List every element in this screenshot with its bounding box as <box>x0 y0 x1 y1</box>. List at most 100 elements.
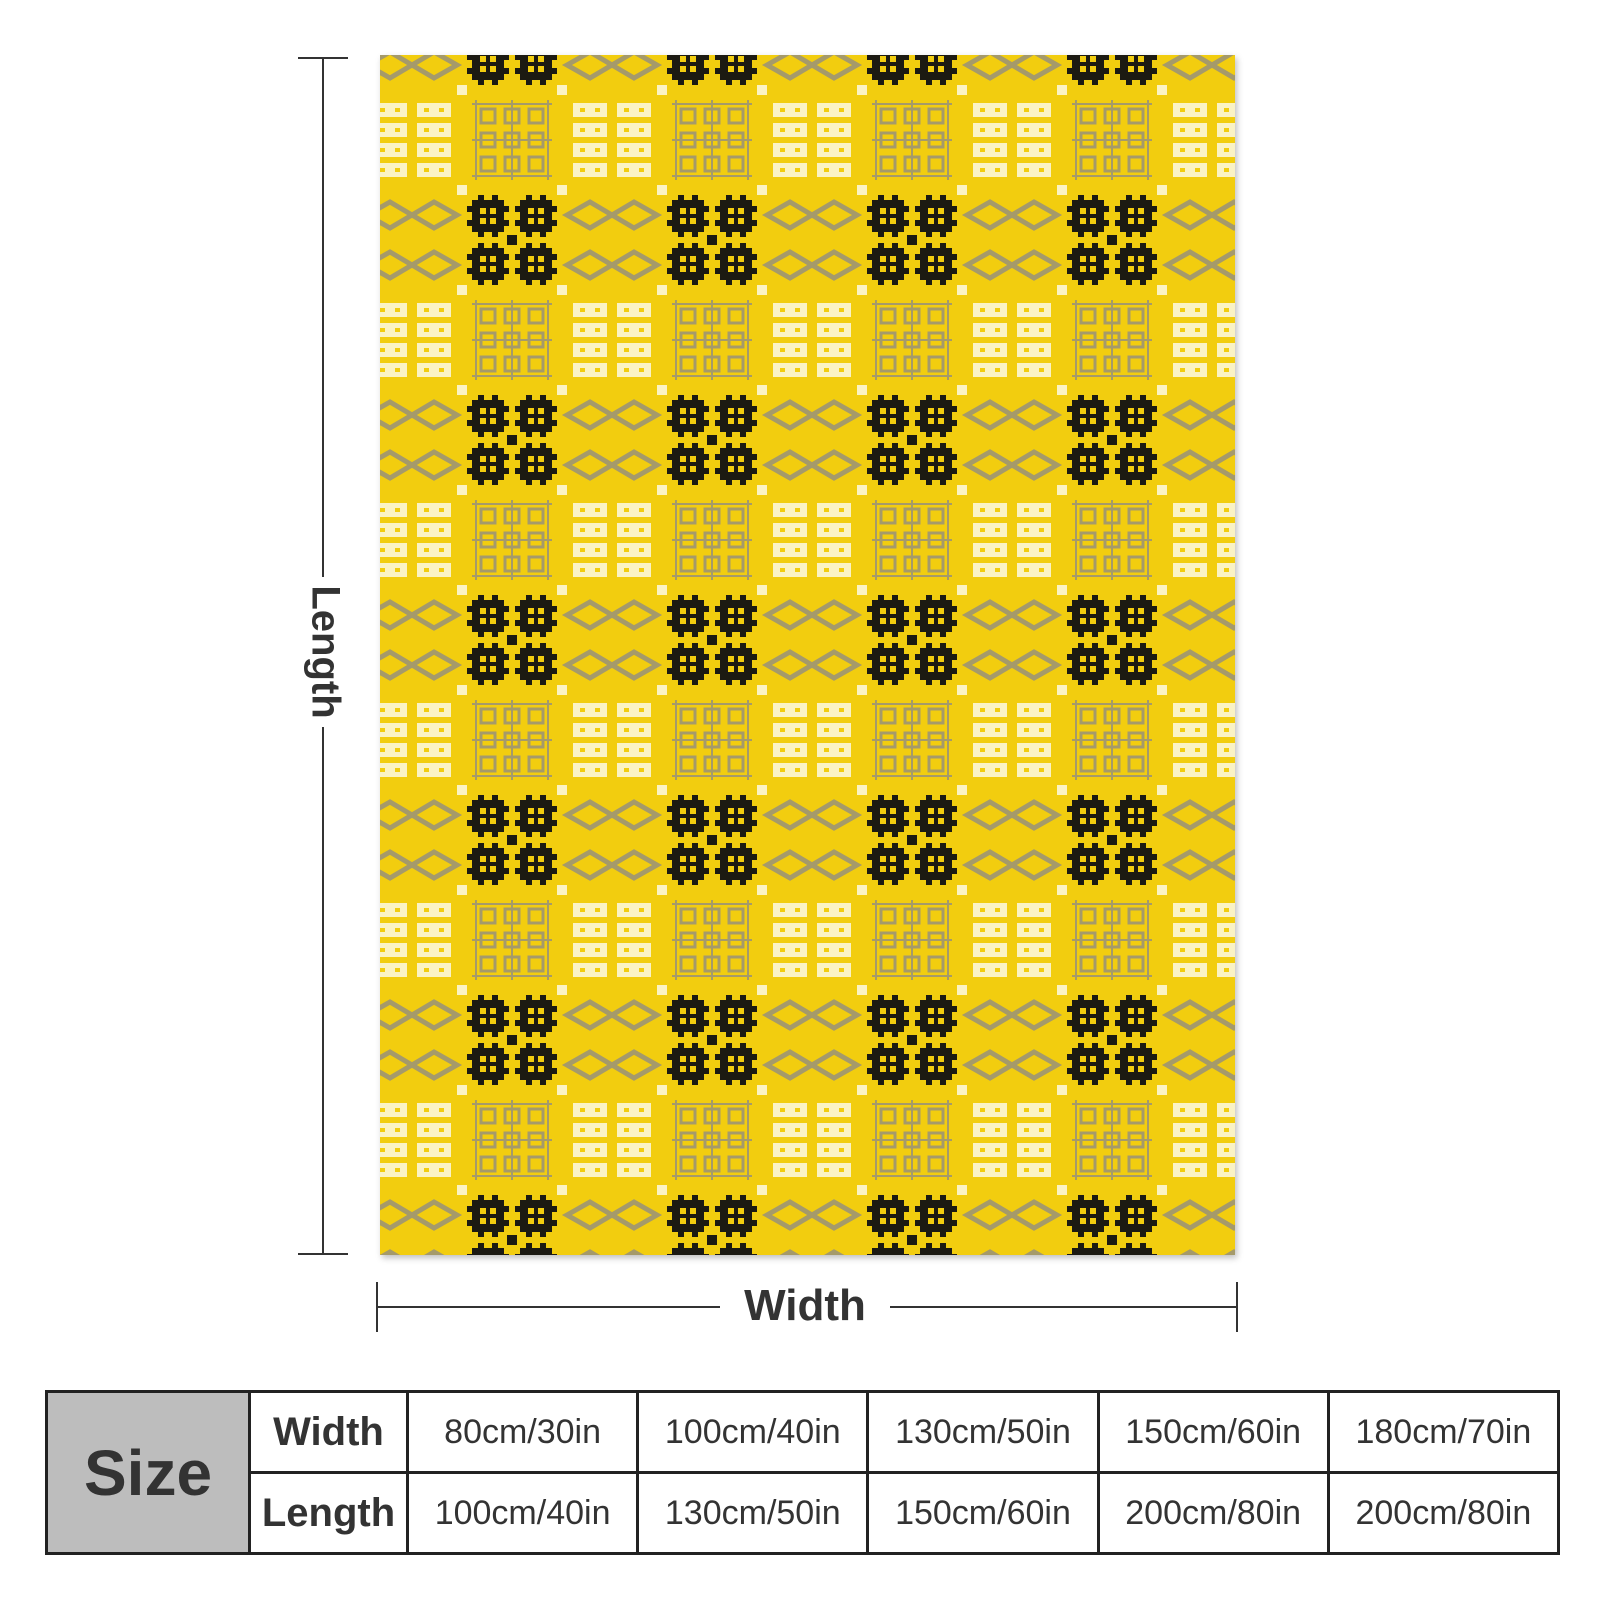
black-motif-hole <box>1128 608 1134 614</box>
black-motif-hole <box>1090 408 1096 414</box>
black-motif-tooth <box>526 995 532 1000</box>
black-motif-hole <box>490 1208 496 1214</box>
cream-bar <box>1017 123 1051 137</box>
black-motif-center <box>707 435 717 445</box>
cream-bar-dot <box>395 568 400 572</box>
black-motif-tooth <box>940 995 946 1000</box>
cream-bar <box>573 1103 607 1117</box>
corner-square <box>857 1085 867 1095</box>
black-motif-block <box>872 1248 904 1255</box>
black-motif-tooth <box>867 854 872 860</box>
cream-bar-dot <box>780 948 785 952</box>
black-motif-tooth <box>1078 1232 1084 1237</box>
black-motif-tooth <box>726 1195 732 1200</box>
cream-bar-dot <box>580 548 585 552</box>
cream-bar-dot <box>980 528 985 532</box>
black-motif-block <box>720 448 752 480</box>
black-motif-tooth <box>904 1020 909 1026</box>
grey-grid-cell <box>927 555 945 573</box>
grey-grid-cell <box>927 507 945 525</box>
cream-bar <box>1173 743 1207 757</box>
cream-bar <box>1017 163 1051 177</box>
black-motif-block <box>720 648 752 680</box>
black-motif-block <box>872 600 904 632</box>
cream-bar <box>617 1143 651 1157</box>
black-motif-center <box>1107 635 1117 645</box>
cream-bar-dot <box>1195 708 1200 712</box>
black-motif-tooth <box>552 806 557 812</box>
black-motif-block <box>520 200 552 232</box>
black-motif-tooth <box>1140 443 1146 448</box>
grey-grid-cell <box>679 707 697 725</box>
black-motif-hole <box>938 456 944 462</box>
black-motif-block <box>872 1048 904 1080</box>
grey-diamond-motif <box>380 249 463 281</box>
cream-bar-dot <box>824 508 829 512</box>
black-motif-tooth <box>1078 1195 1084 1200</box>
cream-bar-dot <box>1180 128 1185 132</box>
black-motif-hole <box>1128 418 1134 424</box>
cream-bar-dot <box>395 948 400 952</box>
black-motif-tooth <box>715 454 720 460</box>
black-motif-hole <box>1128 1056 1134 1062</box>
cream-bar <box>973 923 1007 937</box>
cream-bar-dot <box>995 948 1000 952</box>
grey-diamond-motif <box>380 999 463 1031</box>
black-motif-tooth <box>504 654 509 660</box>
black-motif-tooth <box>704 220 709 226</box>
cream-bar-dot <box>380 1108 385 1112</box>
black-motif-tooth <box>915 654 920 660</box>
cream-bar <box>617 963 651 977</box>
black-motif-block <box>1120 1000 1152 1032</box>
black-motif-hole <box>890 418 896 424</box>
cream-bar-dot <box>639 148 644 152</box>
black-motif-tooth <box>1140 480 1146 485</box>
black-motif-tooth <box>892 480 898 485</box>
black-motif-tooth <box>904 654 909 660</box>
grey-diamond-dot <box>609 812 615 818</box>
black-motif-block <box>720 55 752 80</box>
black-motif-tooth <box>1140 795 1146 800</box>
cream-bar-dot <box>995 748 1000 752</box>
cream-bar <box>380 963 407 977</box>
black-motif-hole <box>1080 608 1086 614</box>
cream-bar-dot <box>380 548 385 552</box>
grey-diamond-motif <box>761 1049 863 1081</box>
cream-bar-dot <box>424 1148 429 1152</box>
black-motif-tooth <box>952 1006 957 1012</box>
black-motif-hole <box>690 1208 696 1214</box>
cream-bar <box>617 543 651 557</box>
grey-grid-cell <box>1127 307 1145 325</box>
grey-diamond-motif <box>561 1049 663 1081</box>
black-motif-tooth <box>1092 1243 1098 1248</box>
black-motif-tooth <box>1140 243 1146 248</box>
black-motif-hole <box>1080 466 1086 472</box>
cream-bar <box>1173 703 1207 717</box>
black-motif-hole <box>728 856 734 862</box>
black-motif-tooth <box>867 254 872 260</box>
black-motif-tooth <box>952 1206 957 1212</box>
black-motif-tooth <box>1115 454 1120 460</box>
black-motif-hole <box>880 218 886 224</box>
grey-diamond-dot <box>1009 212 1015 218</box>
black-motif-tooth <box>915 1054 920 1060</box>
cream-bar-dot <box>824 168 829 172</box>
grey-grid-cell <box>1079 307 1097 325</box>
black-motif-tooth <box>667 55 672 60</box>
black-motif-tooth <box>952 606 957 612</box>
black-motif-tooth <box>1152 1220 1157 1226</box>
cream-bar-dot <box>795 168 800 172</box>
cream-bar <box>573 523 607 537</box>
black-motif-tooth <box>515 1206 520 1212</box>
black-motif-tooth <box>492 80 498 85</box>
cream-bar <box>1017 1103 1051 1117</box>
cream-bar-dot <box>424 908 429 912</box>
cream-bar-dot <box>595 708 600 712</box>
black-motif-tooth <box>1115 820 1120 826</box>
black-motif-hole <box>680 1056 686 1062</box>
cream-bar <box>573 1163 607 1177</box>
black-motif-tooth <box>704 206 709 212</box>
cream-bar-dot <box>839 1148 844 1152</box>
black-motif-tooth <box>892 1195 898 1200</box>
black-motif-tooth <box>892 880 898 885</box>
